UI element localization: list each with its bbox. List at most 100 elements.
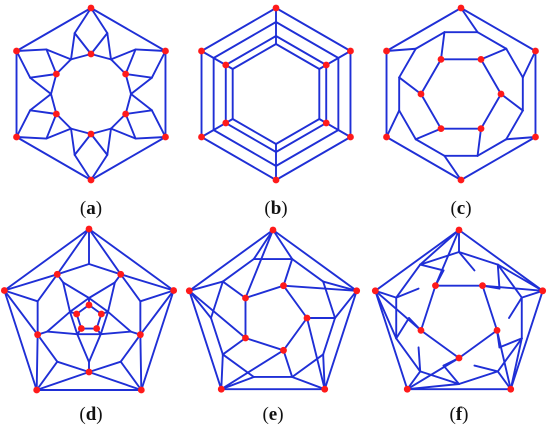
panel-d-edge [56,360,90,373]
panel-b-vertex [322,61,330,69]
panel-c-edge [476,138,508,157]
panel-f-edge [508,296,523,319]
panel-a-edge [73,153,92,181]
panel-c-vertex [457,4,465,12]
panel-a-vertex [13,133,20,141]
panel-f-edge [419,263,445,272]
panel-d-edge [119,273,175,292]
panel-a-vertex [162,133,169,141]
panel-e-edge [323,289,358,391]
panel-a-edges [15,7,167,181]
panel-a-edge [15,136,92,181]
panel-e-edge [220,349,285,391]
panel-b-edge [275,122,328,153]
panel-d-edge [139,289,175,303]
panel-f-edge [395,287,420,299]
panel-d-edge [119,360,143,391]
panel-e-vertices [185,226,361,393]
panel-f-edge [420,284,437,332]
panel-a-vertex [87,176,95,184]
panel-d-vertices [0,225,178,394]
panel-c-edge [443,154,462,181]
panel-a-edge [73,7,92,35]
panel-b-edge [275,129,340,167]
panel-f-vertex [455,354,463,362]
panel-d-edge [3,289,39,336]
panel-b-caption: (b) [264,198,287,219]
panel-a-edge [130,76,153,95]
panel-c-edge [476,127,482,157]
panel-c-vertex [383,47,390,55]
panel-f-edge [419,370,460,385]
panel-b-vertex [272,176,280,184]
panel-e-edge [244,284,285,299]
panel-a-edge [90,7,167,52]
panel-a-edge [90,127,112,135]
panel-f-edge [406,357,460,391]
panel-a-edge [106,127,112,156]
panel-e-vertex [280,346,287,354]
panel-e-edge [221,258,255,283]
panel-a-edge [90,136,167,181]
panel-d-edge [88,263,122,276]
panel-f-edge [406,370,422,391]
panel-e-edge [282,284,308,319]
panel-d-edge [99,330,132,336]
panel-a-edge [29,76,52,95]
panel-a-edge [70,127,76,156]
panel-e-edge [322,353,326,391]
panel-a-edge [124,73,153,79]
panel-a-edge [50,93,58,115]
panel-d-edge [35,360,59,391]
panel-e-edge [282,317,308,352]
panel-a-vertex [13,47,20,55]
panel-b-vertex [198,133,205,141]
panel-f-edge [473,364,499,373]
panel-c-edge [505,136,537,141]
panel-c-edge [420,58,442,95]
panel-f-vertex [417,326,425,334]
panel-b-edge [275,118,321,145]
panel-d-vertex [117,270,125,278]
panel-b-edge [224,122,277,153]
panel-c-edge [385,47,417,52]
panel-b-edge [224,35,277,66]
panel-c-edge [440,31,446,61]
panel-f-edge [509,289,544,391]
panel-c-edge [505,47,524,79]
panel-a-edge [124,93,132,115]
panel-f-edge [509,337,523,391]
panel-c-vertex [532,133,539,141]
panel-c-edge [480,47,508,61]
panel-f-edge [458,229,544,292]
panel-b: (b) [198,4,354,219]
panel-e-edge [220,376,255,391]
panel-a-edge [90,133,109,156]
panel-a-edge [73,133,92,156]
panel-f-edge [458,251,499,266]
panel-f-edge [496,263,544,292]
panel-e-edge [291,258,325,283]
panel-c-vertex [417,90,425,98]
panel-a-edge [15,109,32,138]
panel-a-edge [73,32,92,55]
panel-a-edge [15,50,32,79]
panel-d-edge [99,310,109,336]
panel-f-vertex [455,226,463,234]
panel-f-vertex [539,287,547,295]
panel-a-edge [110,127,137,140]
panel-d-vertex [0,287,8,294]
panel-d-edge [3,289,39,303]
panel-e-edge [188,289,212,319]
panel-a-vertex [122,70,130,78]
panel-d-vertex [136,331,144,339]
panel-f-edge [481,284,544,292]
panel-c-vertices [383,4,539,184]
panel-c-edge [460,7,479,34]
panel-d: (d) [0,225,178,425]
panel-e-edge [322,317,336,356]
panel-b-edge [231,43,277,70]
panel-e-edge [322,280,358,292]
panel-f-caption: (f) [450,404,469,425]
panel-e-edge [188,229,274,292]
